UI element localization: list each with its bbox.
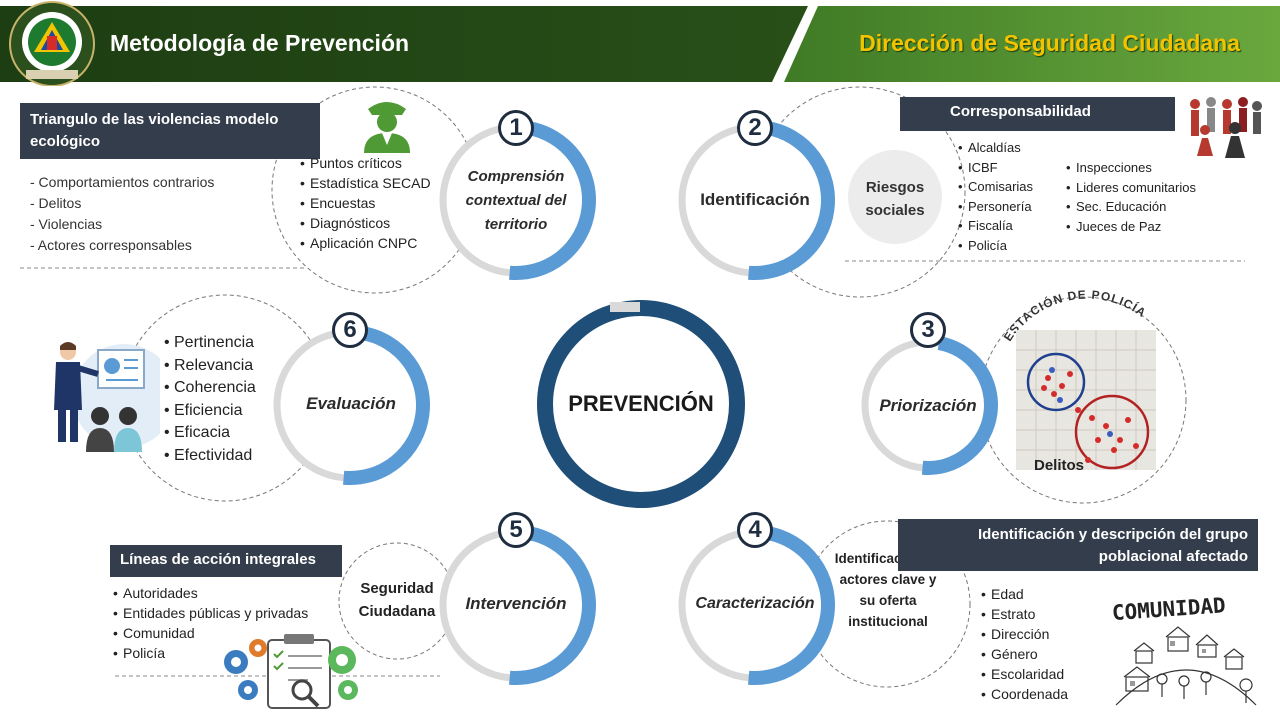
stage3-ring-arc [921, 336, 998, 475]
list-item: Comisarias [958, 177, 1033, 197]
stage5-number-badge: 5 [498, 512, 534, 548]
list-item: Jueces de Paz [1066, 217, 1196, 237]
list-item: Comunidad [113, 623, 308, 643]
list-item: Relevancia [164, 355, 256, 378]
list-item: - Comportamientos contrarios [30, 174, 215, 190]
stage5-ring-arc [509, 526, 596, 685]
list-item: Alcaldías [958, 138, 1033, 158]
list-item: Entidades públicas y privadas [113, 603, 308, 623]
stage3-label: Priorización [879, 396, 977, 415]
community-sketch-image: COMUNIDAD [1111, 593, 1257, 706]
grupo-poblacional-bar: Identificación y descripción del grupo p… [898, 519, 1258, 571]
stage5-label: Intervención [465, 594, 567, 613]
stage4-number-badge: 4 [737, 512, 773, 548]
list-item: Estadística SECAD [300, 173, 431, 193]
list-item: Puntos críticos [300, 153, 431, 173]
list-item: Policía [958, 236, 1033, 256]
list-item: Aplicación CNPC [300, 233, 431, 253]
list-item: - Delitos [30, 195, 82, 211]
list-item: Efectividad [164, 445, 256, 468]
center-label: PREVENCIÓN [568, 391, 714, 416]
list-item: Coordenada [981, 684, 1068, 704]
police-officer-icon [364, 102, 410, 153]
list-item: Policía [113, 643, 308, 663]
stage6-label: Evaluación [306, 394, 396, 413]
center-ring-gap [610, 302, 640, 312]
stage6-number-badge: 6 [332, 312, 368, 348]
stage6-ring-arc [343, 326, 430, 485]
stage3-number-badge: 3 [910, 312, 946, 348]
stage4-label: Caracterización [695, 595, 815, 612]
header: Metodología de Prevención Dirección de S… [0, 0, 1280, 86]
list-item: Sec. Educación [1066, 197, 1196, 217]
list-item: Inspecciones [1066, 158, 1196, 178]
stage2-col1: Alcaldías ICBF Comisarias Personería Fis… [958, 138, 1033, 255]
police-logo [9, 1, 95, 86]
list-item: - Actores corresponsables [30, 237, 192, 253]
list-item: Personería [958, 197, 1033, 217]
list-item: - Violencias [30, 216, 103, 232]
checklist-gears-icon [224, 634, 358, 709]
list-item: Autoridades [113, 583, 308, 603]
list-item: Estrato [981, 604, 1068, 624]
riesgos-label: Riesgos sociales [865, 179, 925, 219]
stage2-number-badge: 2 [737, 110, 773, 146]
stage1-ring-arc [509, 121, 596, 280]
lineas-accion-bar: Líneas de acción integrales [110, 545, 342, 577]
stage4-ring-arc [748, 526, 835, 685]
list-item: Fiscalía [958, 216, 1033, 236]
stage2-label: Identificación [700, 190, 810, 209]
list-item: Coherencia [164, 377, 256, 400]
list-item: Pertinencia [164, 332, 256, 355]
stage6-bullets: Pertinencia Relevancia Coherencia Eficie… [164, 332, 256, 467]
stage1-number-badge: 1 [498, 110, 534, 146]
list-item: ICBF [958, 158, 1033, 178]
stage1-label: Comprensión contextual del territorio [465, 168, 567, 233]
stage1-bullets: Puntos críticos Estadística SECAD Encues… [300, 153, 431, 253]
triangle-list: - Comportamientos contrarios - Delitos -… [30, 172, 214, 256]
people-group-icon [1190, 97, 1262, 158]
list-item: Diagnósticos [300, 213, 431, 233]
list-item: Lideres comunitarios [1066, 178, 1196, 198]
list-item: Edad [981, 584, 1068, 604]
header-subtitle: Dirección de Seguridad Ciudadana [859, 30, 1240, 56]
police-map-image: ESTACIÓN DE POLICÍA [1001, 290, 1156, 470]
seguridad-ciudadana-label: Seguridad Ciudadana [358, 580, 436, 620]
presenter-icon [54, 342, 160, 452]
list-item: Eficiencia [164, 400, 256, 423]
community-label: COMUNIDAD [1111, 593, 1226, 625]
list-item: Escolaridad [981, 664, 1068, 684]
stage4-list: Edad Estrato Dirección Género Escolarida… [981, 584, 1068, 704]
stage2-ring-arc [748, 121, 835, 280]
list-item: Eficacia [164, 422, 256, 445]
stage5-list: Autoridades Entidades públicas y privada… [113, 583, 308, 663]
triangle-title-bar: Triangulo de las violencias modelo ecoló… [20, 103, 320, 159]
delitos-caption: Delitos [1034, 457, 1085, 474]
list-item: Género [981, 644, 1068, 664]
list-item: Encuestas [300, 193, 431, 213]
corresponsabilidad-bar: Corresponsabilidad [900, 97, 1175, 131]
riesgos-bubble [848, 150, 942, 244]
stage2-col2: Inspecciones Lideres comunitarios Sec. E… [1066, 158, 1196, 236]
center-ring [537, 300, 745, 508]
header-background [0, 1, 1280, 86]
page-title: Metodología de Prevención [110, 30, 410, 56]
list-item: Dirección [981, 624, 1068, 644]
